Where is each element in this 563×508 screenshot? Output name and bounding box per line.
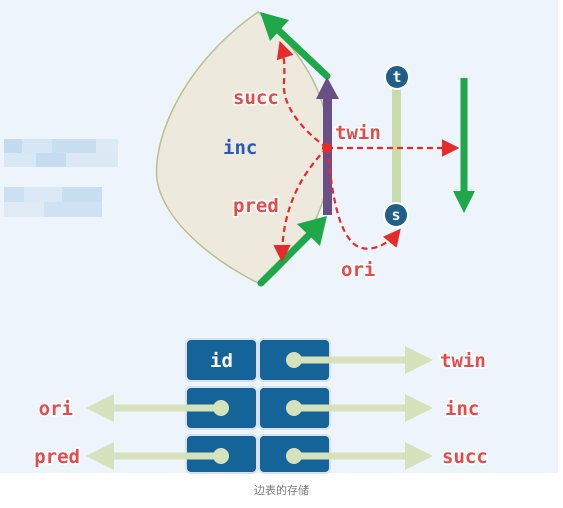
pred-label: pred bbox=[233, 195, 279, 217]
vertex-s-label: s bbox=[391, 206, 400, 224]
inc-label: inc bbox=[223, 137, 257, 159]
purple-half-edge bbox=[316, 77, 339, 215]
succ-pointer bbox=[276, 40, 328, 149]
table-row: pred succ bbox=[33, 434, 489, 474]
ori-pointer bbox=[325, 147, 401, 250]
table-row: id twin bbox=[185, 338, 487, 382]
vertex-t-label: t bbox=[392, 68, 401, 86]
twin-edge-bar bbox=[392, 88, 401, 208]
pointer-paths bbox=[273, 40, 460, 263]
row-right-label: twin bbox=[440, 350, 486, 372]
row-right-label: succ bbox=[442, 446, 488, 468]
id-cell bbox=[185, 338, 258, 382]
ori-label: ori bbox=[341, 259, 375, 281]
blur-block bbox=[22, 139, 52, 153]
pred-pointer bbox=[273, 147, 328, 263]
blur-block bbox=[4, 139, 22, 153]
succ-label: succ bbox=[233, 87, 279, 109]
blur-block bbox=[4, 153, 36, 167]
blur-block bbox=[66, 153, 118, 167]
blurred-region bbox=[4, 139, 118, 217]
blur-block bbox=[4, 187, 24, 202]
twin-label: twin bbox=[335, 122, 381, 144]
green-edge-right bbox=[453, 78, 475, 213]
row-left-label: pred bbox=[34, 446, 80, 468]
blur-block bbox=[4, 202, 44, 217]
green-edge-upper bbox=[260, 12, 331, 80]
vertex-t: t bbox=[384, 64, 410, 90]
table-row: ori inc bbox=[37, 386, 481, 430]
figure-caption: 边表的存储 bbox=[254, 484, 309, 497]
blur-block bbox=[36, 153, 66, 167]
blur-block bbox=[24, 187, 62, 202]
row-left-label: ori bbox=[39, 398, 73, 420]
blur-block bbox=[96, 139, 118, 153]
blur-block bbox=[44, 202, 102, 217]
blur-block bbox=[52, 139, 96, 153]
id-cell-label: id bbox=[210, 350, 233, 372]
blur-block bbox=[62, 187, 102, 202]
storage-table: id twin ori inc pr bbox=[33, 338, 489, 474]
vertex-s: s bbox=[383, 202, 409, 228]
edge-record-dot bbox=[322, 143, 332, 153]
row-right-label: inc bbox=[445, 398, 479, 420]
